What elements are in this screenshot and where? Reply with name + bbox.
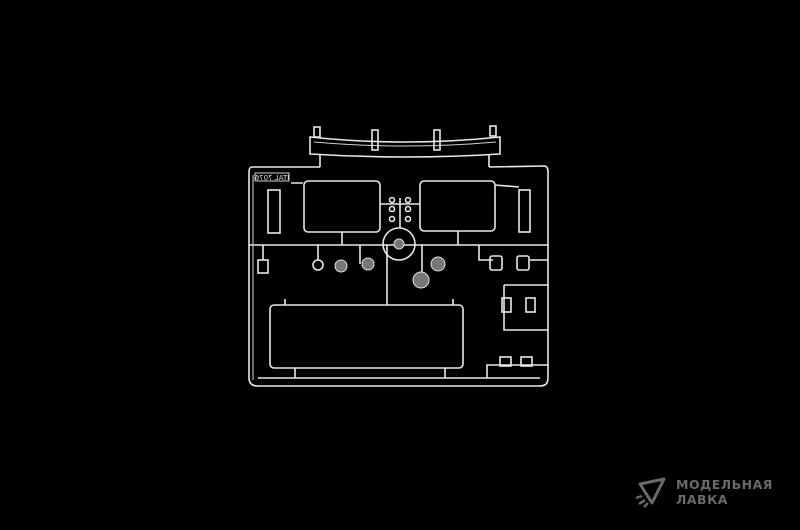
small-parts bbox=[489, 255, 536, 367]
lens-parts bbox=[257, 189, 531, 289]
bottom-window bbox=[269, 299, 464, 378]
paper-plane-logo-icon bbox=[635, 477, 666, 508]
center-hub bbox=[382, 196, 416, 261]
top-curved-part bbox=[309, 125, 501, 167]
watermark-line2: ЛАВКА bbox=[676, 492, 728, 507]
watermark-line1: МОДЕЛЬНАЯ bbox=[676, 477, 773, 492]
svg-text:ITAL 7076: ITAL 7076 bbox=[254, 174, 289, 182]
side-windows bbox=[303, 180, 496, 245]
sprue-frame bbox=[248, 165, 549, 387]
watermark-text: МОДЕЛЬНАЯ ЛАВКА bbox=[676, 477, 773, 507]
sprue-marking: ITAL 7076 bbox=[254, 172, 290, 182]
watermark: МОДЕЛЬНАЯ ЛАВКА bbox=[634, 476, 773, 508]
